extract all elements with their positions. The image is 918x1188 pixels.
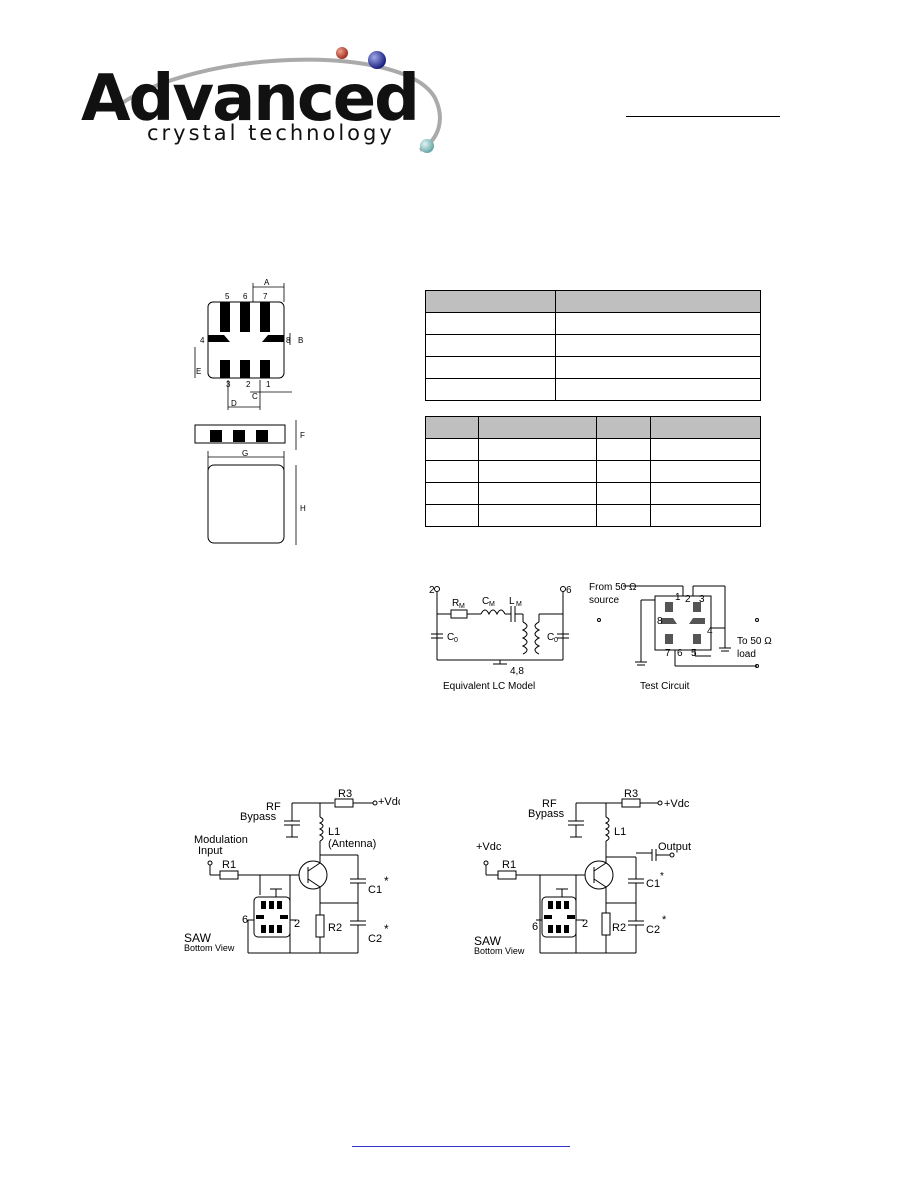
dim-label: A [264,278,270,287]
tx-pin6: 6 [242,914,248,926]
lc-model-diagram: 2 6 R M C M L M C 0 C 0 4,8 Equivalent L… [429,585,572,692]
test-source-line2: source [589,595,619,606]
test-pin: 7 [665,648,671,659]
pin-label: 4 [200,336,205,345]
test-pin: 6 [677,648,683,659]
transmitter-circuit: RF Bypass R3 +Vdc L1 (Antenna) Modulatio… [184,788,400,954]
package-side-view [194,424,286,444]
red-sphere [336,47,348,59]
lc-c0-right: C [547,632,554,643]
lc-c0-left-sub: 0 [454,637,458,644]
header-rule [626,116,780,117]
lc-rm: R [452,598,459,609]
dim-label: H [300,504,306,513]
package-pads [208,302,284,378]
tx-saw: SAW [184,931,212,945]
package-drawing: 5 6 7 4 8 3 2 1 A B C D E F G H [194,278,306,545]
osc-pin6: 6 [532,921,538,933]
dimensions-table-top [425,290,761,401]
dim-label: B [298,336,303,345]
pin-label: 5 [225,292,230,301]
osc-vdc-top: +Vdc [664,798,690,810]
test-pin: 8 [657,616,663,627]
lc-caption: Equivalent LC Model [443,681,535,692]
orbit-swoosh [113,57,442,152]
osc-c2: C2 [646,924,660,936]
dim-label: G [242,449,248,458]
pin-label: 3 [226,380,231,389]
osc-rf-bypass-1: RF [542,798,557,810]
tx-c1: C1 [368,884,382,896]
pin-label: 8 [286,336,291,345]
test-load-line1: To 50 Ω [737,636,772,647]
tx-vdc: +Vdc [378,796,400,808]
logo-word: Advanced [81,62,418,136]
tx-l1: L1 [328,826,340,838]
osc-r2: R2 [612,922,626,934]
tx-antenna: (Antenna) [328,838,376,850]
test-source-line1: From 50 Ω [589,582,637,593]
lc-lm-sub: M [516,601,522,608]
tx-c1-star: * [384,874,389,888]
lc-pin-left: 2 [429,585,435,596]
lc-ground-pins: 4,8 [510,666,524,677]
tx-c2-star: * [384,922,389,936]
osc-output: Output [658,841,691,853]
tx-r2: R2 [328,922,342,934]
dimensions-table-bottom [425,416,761,527]
footer-link[interactable] [352,1146,570,1147]
test-pin: 2 [685,594,691,605]
lc-c0-right-sub: 0 [554,637,558,644]
osc-r3: R3 [624,788,638,800]
test-pin: 1 [675,592,681,603]
lc-lm: L [509,596,515,607]
logo-tagline: crystal technology [147,121,395,145]
tx-r3: R3 [338,788,352,800]
teal-sphere [420,139,434,153]
test-pin: 3 [699,594,705,605]
tx-pin2: 2 [294,918,300,930]
test-pin: 4 [707,626,713,637]
osc-l1: L1 [614,826,626,838]
oscillator-circuit: RF Bypass R3 +Vdc L1 Output +Vdc R1 C1 *… [474,788,691,956]
osc-vdc-left: +Vdc [476,841,502,853]
osc-c1-star: * [660,871,664,882]
osc-bottom-view: Bottom View [474,946,525,956]
tx-rf-bypass-2: Bypass [240,811,277,823]
package-lid-view [207,464,285,544]
tx-r1: R1 [222,859,236,871]
pin-label: 1 [266,380,271,389]
test-load-line2: load [737,649,756,660]
test-caption: Test Circuit [640,681,690,692]
dim-label: D [231,399,237,408]
tx-rf-bypass-1: RF [266,801,281,813]
osc-rf-bypass-2: Bypass [528,808,565,820]
tx-modulation-1: Modulation [194,834,248,846]
osc-r1: R1 [502,859,516,871]
dim-label: C [252,392,258,401]
tx-modulation-2: Input [198,845,222,857]
pin-label: 7 [263,292,268,301]
company-logo: Advanced crystal technology [81,47,442,153]
dim-label: F [300,431,305,440]
dim-label: E [196,367,201,376]
blue-sphere [368,51,386,69]
pin-label: 2 [246,380,251,389]
test-pin: 5 [691,648,697,659]
test-circuit-diagram: From 50 Ω source To 50 Ω load 1 2 3 8 4 … [589,582,772,692]
osc-pin2: 2 [582,918,588,930]
pin-label: 6 [243,292,248,301]
lc-rm-sub: M [459,603,465,610]
osc-c1: C1 [646,878,660,890]
tx-c2: C2 [368,933,382,945]
tx-bottom-view: Bottom View [184,943,235,953]
osc-saw: SAW [474,934,502,948]
lc-cm-sub: M [489,601,495,608]
lc-pin-right: 6 [566,585,572,596]
osc-c2-star: * [662,914,667,926]
lc-cm: C [482,596,489,607]
lc-c0-left: C [447,632,454,643]
